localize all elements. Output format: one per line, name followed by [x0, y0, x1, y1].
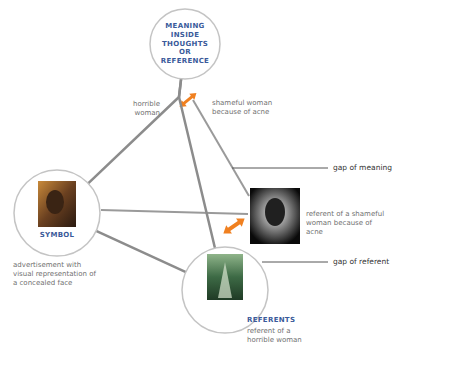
node-heading: SYMBOL — [39, 231, 75, 240]
referent-image — [207, 254, 243, 300]
node-description: advertisement with visual representation… — [13, 261, 97, 287]
annotation-label: shameful woman because of acne — [212, 99, 278, 117]
referent-figure — [218, 262, 232, 298]
gap-arrow — [220, 214, 247, 237]
gap-label: gap of meaning — [333, 163, 433, 172]
node-heading: REFERENTS — [247, 316, 307, 325]
shameful-image — [250, 188, 300, 244]
circle-outline — [13, 169, 101, 257]
node-heading: MEANING INSIDE THOUGHTS OR REFERENCE — [156, 22, 214, 66]
symbol-face — [46, 190, 64, 214]
node-description: referent of a horrible woman — [247, 327, 303, 345]
annotation-label: referent of a shameful woman because of … — [306, 210, 390, 236]
second-triangle-line — [101, 210, 248, 214]
circle-border — [14, 170, 100, 256]
triangle-line — [179, 79, 215, 248]
concept-circle: SYMBOLadvertisement with visual represen… — [13, 169, 101, 257]
symbol-image — [38, 181, 76, 227]
triangle-line — [96, 231, 186, 272]
concept-circle: REFERENTSreferent of a horrible woman — [181, 246, 269, 334]
gap-leader — [262, 262, 328, 263]
gap-leader — [232, 168, 328, 169]
shameful-face — [265, 198, 285, 226]
circle-border — [150, 9, 220, 79]
triangle-line — [88, 79, 181, 184]
annotation-label: horrible woman — [110, 100, 160, 118]
gap-label: gap of referent — [333, 257, 433, 266]
concept-circle: MEANING INSIDE THOUGHTS OR REFERENCE — [149, 8, 221, 80]
